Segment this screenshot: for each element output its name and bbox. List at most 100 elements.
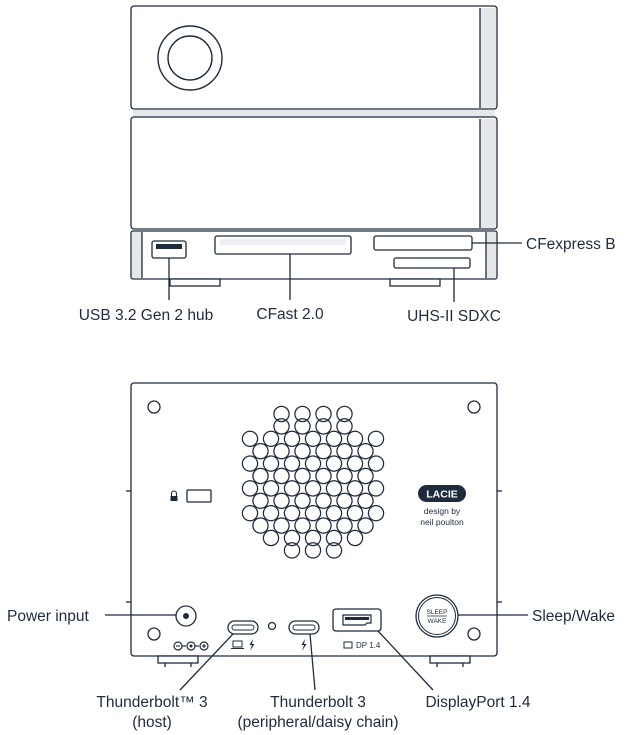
- cfexpress-slot: [373, 235, 473, 251]
- vent-hole: [241, 504, 259, 522]
- cfexpress-label: CFexpress B: [526, 236, 616, 253]
- vent-hole: [325, 529, 343, 547]
- thunderbolt-host-port: [227, 620, 259, 635]
- vent-hole: [294, 442, 311, 460]
- vent-hole: [346, 455, 364, 472]
- vent-hole: [273, 517, 290, 534]
- displayport-label: DisplayPort 1.4: [425, 694, 530, 711]
- thunderbolt-peripheral-sublabel: (peripheral/daisy chain): [237, 714, 398, 731]
- vent-hole: [252, 492, 269, 510]
- vent-hole: [294, 467, 311, 485]
- vent-hole: [283, 529, 301, 547]
- vent-hole: [294, 418, 311, 435]
- vent-hole: [346, 480, 364, 497]
- sdxc-label: UHS-II SDXC: [407, 308, 501, 325]
- thunderbolt-bolt-icon-peripheral: [301, 639, 307, 651]
- vent-hole: [315, 492, 332, 510]
- screw-holes: [147, 400, 481, 641]
- rear-feet: [157, 655, 471, 667]
- vent-hole: [241, 455, 259, 472]
- displayport-port: [332, 608, 382, 632]
- vent-hole: [262, 480, 280, 497]
- vent-hole: [252, 467, 269, 485]
- vent-hole: [315, 467, 332, 485]
- fan-grille: [241, 405, 385, 559]
- vent-hole: [346, 430, 364, 448]
- vent-hole: [283, 455, 301, 472]
- sleep-wake-label: Sleep/Wake: [532, 608, 615, 625]
- thunderbolt-peripheral-label: Thunderbolt 3: [270, 694, 366, 711]
- vent-hole: [325, 480, 343, 497]
- vent-hole: [304, 480, 322, 497]
- usb-port: [151, 240, 187, 259]
- thunderbolt-host-sublabel: (host): [132, 714, 172, 731]
- lacie-logo: LACIE design by neil poulton: [418, 485, 466, 527]
- polarity-icon: [173, 641, 209, 651]
- vent-hole: [294, 492, 311, 510]
- vent-hole: [304, 529, 322, 547]
- vent-hole: [304, 504, 322, 522]
- vent-hole: [273, 492, 290, 510]
- vent-hole: [273, 418, 290, 435]
- vent-hole: [357, 492, 374, 510]
- vent-hole: [315, 418, 332, 435]
- logo-brand: LACIE: [426, 489, 458, 501]
- vent-hole: [325, 542, 343, 559]
- sleep-wake-button: SLEEP WAKE: [415, 594, 459, 638]
- vent-hole: [346, 504, 364, 522]
- vent-hole: [315, 405, 332, 423]
- vent-hole: [336, 442, 353, 460]
- vent-hole: [336, 405, 353, 423]
- vent-hole: [262, 455, 280, 472]
- front-feet: [169, 278, 441, 287]
- sdxc-slot: [393, 257, 471, 269]
- vent-hole: [262, 504, 280, 522]
- cfast-slot: [214, 235, 352, 255]
- vent-hole: [357, 467, 374, 485]
- vent-hole: [294, 517, 311, 534]
- vent-hole: [346, 529, 364, 547]
- vent-hole: [367, 455, 385, 472]
- vent-hole: [336, 492, 353, 510]
- power-input-port: [175, 605, 197, 627]
- vent-hole: [304, 430, 322, 448]
- vent-hole: [294, 405, 311, 423]
- front-round-badge: [157, 25, 223, 91]
- cfast-label: CFast 2.0: [256, 306, 324, 323]
- security-lock-slot: [170, 489, 212, 503]
- logo-tagline-line2: neil poulton: [420, 517, 464, 527]
- front-view: CFexpress B USB 3.2 Gen 2 hub CFast 2.0 …: [79, 5, 616, 325]
- vent-hole: [325, 504, 343, 522]
- usb-hub-label: USB 3.2 Gen 2 hub: [79, 307, 213, 324]
- vent-hole: [273, 467, 290, 485]
- vent-hole: [325, 455, 343, 472]
- rear-body: [126, 382, 502, 657]
- sleep-button-text: SLEEP: [427, 609, 448, 616]
- vent-hole: [283, 504, 301, 522]
- vent-hole: [262, 529, 280, 547]
- vent-hole: [283, 430, 301, 448]
- front-leader-lines: [168, 242, 522, 302]
- logo-tagline-line1: design by: [424, 506, 461, 516]
- status-led: [267, 621, 277, 631]
- vent-hole: [336, 517, 353, 534]
- vent-hole: [367, 504, 385, 522]
- rear-leader-lines: [105, 614, 528, 691]
- computer-icon: [231, 640, 244, 649]
- front-middle-unit: [130, 116, 498, 230]
- vent-hole: [241, 430, 259, 448]
- vent-hole: [262, 430, 280, 448]
- vent-hole: [315, 517, 332, 534]
- vent-hole: [336, 418, 353, 435]
- front-top-unit: [130, 5, 498, 110]
- thunderbolt-peripheral-port: [288, 620, 320, 635]
- vent-hole: [336, 467, 353, 485]
- vent-hole: [367, 480, 385, 497]
- monitor-icon: [343, 641, 353, 649]
- wake-button-text: WAKE: [428, 618, 448, 625]
- vent-hole: [273, 442, 290, 460]
- vent-hole: [252, 517, 269, 534]
- vent-hole: [357, 517, 374, 534]
- vent-hole: [252, 442, 269, 460]
- vent-hole: [283, 480, 301, 497]
